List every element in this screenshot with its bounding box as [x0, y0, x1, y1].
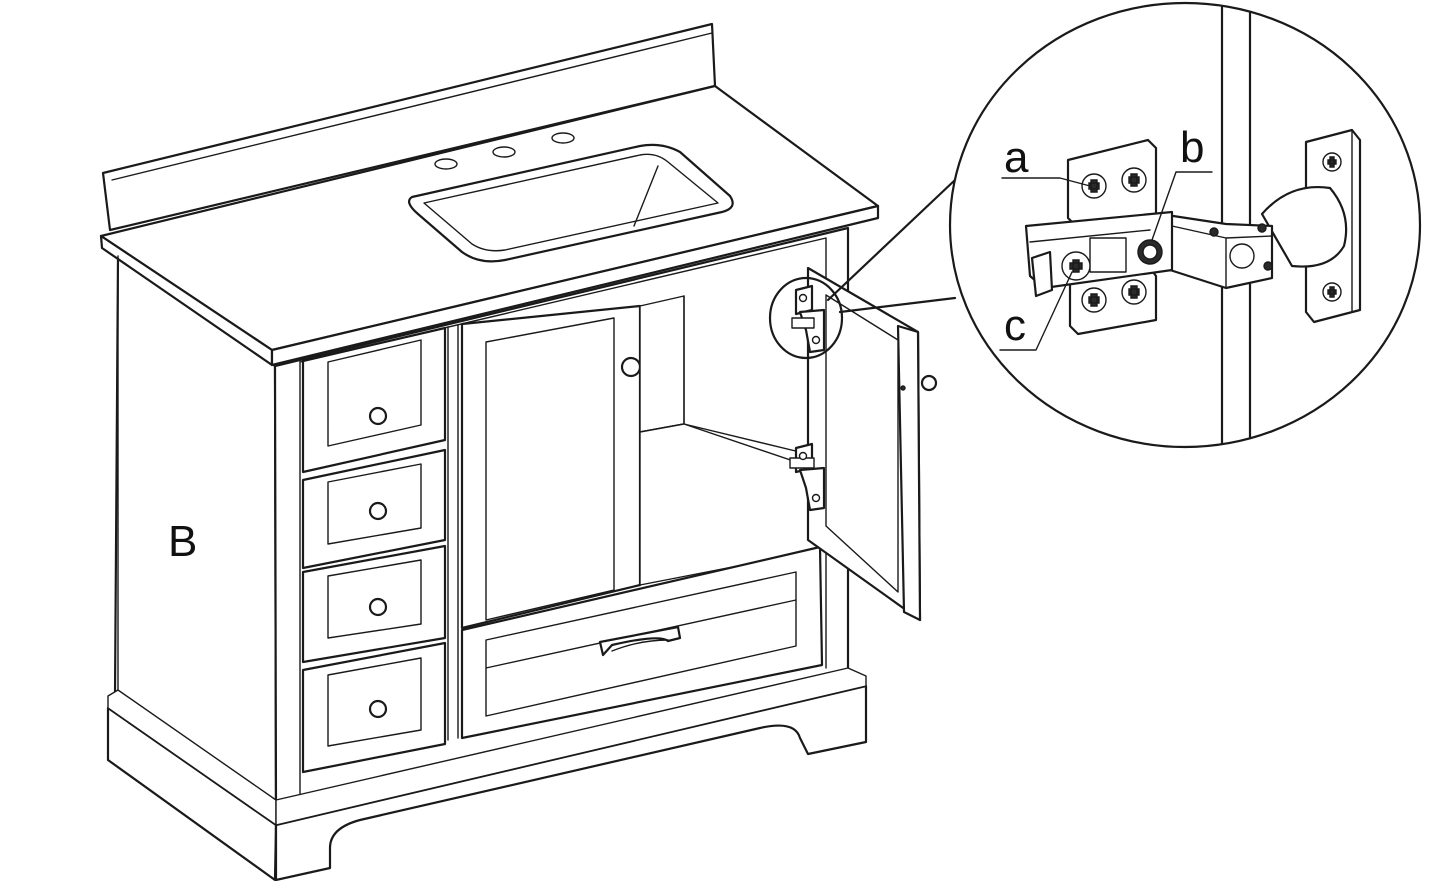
door-knob	[620, 356, 642, 378]
drawer-knob	[368, 699, 388, 719]
label-screw-a: a	[1004, 133, 1029, 182]
screw-a	[1081, 173, 1107, 199]
phillips-screw-icon	[1121, 167, 1147, 193]
screw-b	[1137, 239, 1163, 265]
small-drawers	[301, 326, 447, 774]
screw-c	[1061, 251, 1091, 281]
label-screw-c: c	[1004, 301, 1026, 350]
phillips-screw-icon	[1081, 287, 1107, 313]
hinge-door-plate	[1260, 128, 1362, 324]
hinge-lower	[789, 442, 826, 512]
cabinet-base	[106, 255, 868, 881]
small-drawer-1	[301, 326, 447, 474]
bottom-drawer	[460, 545, 824, 740]
detail-callout-circle	[768, 276, 844, 360]
faucet-hole-center	[492, 146, 516, 158]
sink-basin	[408, 143, 734, 263]
drawer-knob	[368, 406, 388, 426]
callout-connectors	[826, 178, 957, 314]
phillips-screw-icon	[1322, 152, 1342, 172]
faucet-holes	[434, 132, 575, 170]
hinge-arm	[1158, 212, 1274, 290]
cabinet-door-left	[460, 304, 642, 630]
hinge-detail-view: a b c	[948, 1, 1422, 449]
drawer-pull-handle	[598, 625, 682, 657]
phillips-screw-icon	[1121, 279, 1147, 305]
small-drawer-2	[301, 448, 447, 570]
faucet-hole-left	[434, 158, 458, 170]
drawer-knob	[368, 597, 388, 617]
small-drawer-4	[301, 641, 447, 774]
cabinet-interior	[639, 295, 821, 586]
drawer-column-divider	[447, 324, 459, 741]
faucet-hole-right	[551, 132, 575, 144]
hinge-upper	[791, 284, 826, 354]
phillips-screw-icon	[1322, 282, 1342, 302]
label-panel-b: B	[168, 517, 197, 566]
drawer-knob	[368, 501, 388, 521]
leader-lines	[999, 171, 1213, 351]
vanity-cabinet: B	[99, 22, 938, 881]
cabinet-door-open	[806, 266, 938, 622]
door-knob-open	[920, 374, 938, 392]
hinge-mounting-plate	[1024, 138, 1174, 336]
label-screw-b: b	[1180, 123, 1204, 172]
small-drawer-3	[301, 544, 447, 664]
